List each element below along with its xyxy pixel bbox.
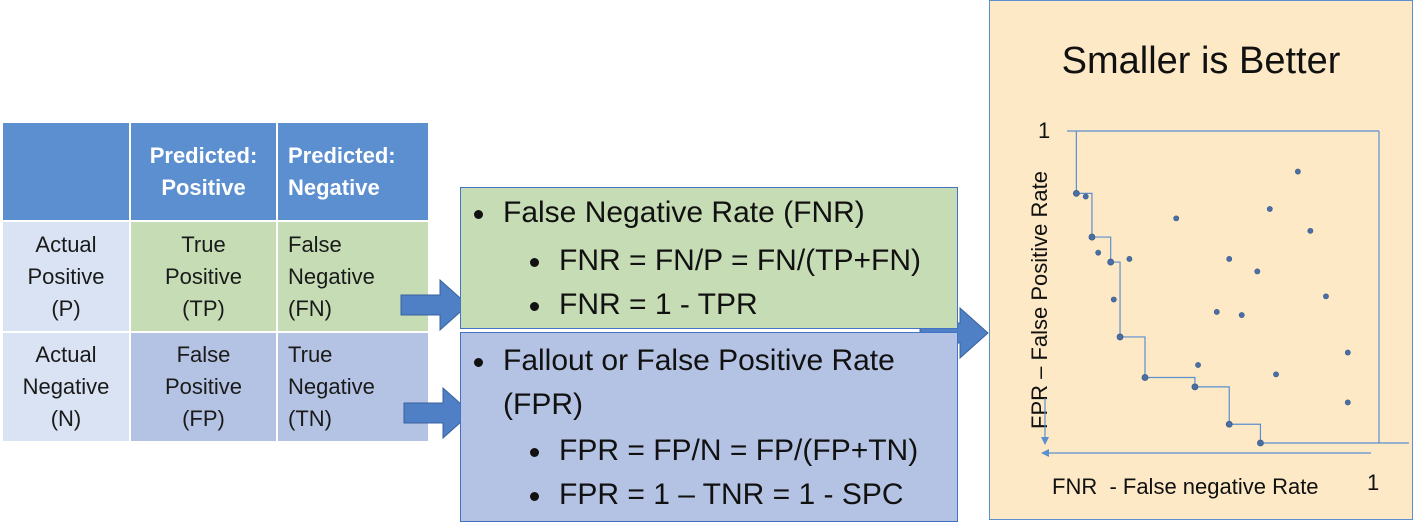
scatter-point-14 bbox=[1110, 296, 1117, 303]
bullet-icon bbox=[530, 301, 539, 311]
scatter-point-4 bbox=[1195, 362, 1201, 368]
frontier-point-6 bbox=[1225, 420, 1233, 428]
cell-true-negative: True Negative (TN) bbox=[278, 333, 428, 441]
scatter-point-6 bbox=[1294, 168, 1301, 175]
pareto-frontier-line bbox=[1075, 131, 1409, 444]
bullet-icon bbox=[530, 491, 539, 501]
chart-plot bbox=[1041, 130, 1409, 457]
cell-false-positive: False Positive (FP) bbox=[131, 333, 276, 441]
fpr-identity-text: FPR = 1 – TNR = 1 - SPC bbox=[559, 478, 904, 511]
fnr-title-text: False Negative Rate (FNR) bbox=[503, 196, 865, 229]
bullet-icon bbox=[530, 257, 539, 267]
scatter-point-1 bbox=[1173, 215, 1180, 222]
fpr-formula-text: FPR = FP/N = FP/(FP+TN) bbox=[559, 434, 919, 467]
frontier-point-1 bbox=[1088, 233, 1096, 241]
matrix-corner-cell bbox=[3, 123, 129, 220]
fnr-box bbox=[460, 187, 958, 329]
frontier-point-5 bbox=[1191, 383, 1199, 391]
scatter-point-9 bbox=[1344, 349, 1351, 356]
y-tick-max-label: 1 bbox=[1038, 118, 1051, 143]
scatter-point-13 bbox=[1238, 312, 1245, 318]
frontier-point-2 bbox=[1107, 258, 1115, 266]
bullet-icon bbox=[474, 357, 483, 367]
scatter-point-16 bbox=[1082, 193, 1089, 200]
x-tick-max-label: 1 bbox=[1367, 470, 1380, 495]
row-label-actual-negative: Actual Negative (N) bbox=[3, 333, 129, 441]
fpr-title-line2: (FPR) bbox=[503, 388, 583, 422]
fnr-identity-text: FNR = 1 - TPR bbox=[559, 288, 758, 321]
arrow-fn-to-fnr bbox=[400, 278, 469, 332]
fpr-title-line1: Fallout or False Positive Rate bbox=[474, 344, 895, 378]
fpr-item-2: FPR = 1 – TNR = 1 - SPC bbox=[530, 478, 904, 512]
frontier-point-3 bbox=[1116, 333, 1124, 341]
scatter-point-12 bbox=[1254, 268, 1261, 275]
scatter-point-0 bbox=[1126, 256, 1133, 262]
scatter-point-2 bbox=[1226, 256, 1233, 262]
frontier-point-0 bbox=[1072, 189, 1080, 197]
fnr-item-1: FNR = FN/P = FN/(TP+FN) bbox=[530, 244, 921, 278]
header-predicted-positive: Predicted: Positive bbox=[131, 123, 276, 220]
fpr-box bbox=[460, 332, 958, 522]
x-axis-label: FNR - False negative Rate bbox=[1052, 474, 1319, 499]
cell-true-positive: True Positive (TP) bbox=[131, 222, 276, 331]
frontier-point-7 bbox=[1257, 439, 1264, 447]
chart-title: Smaller is Better bbox=[1061, 40, 1341, 82]
confusion-matrix: Predicted: Positive Predicted: Negative … bbox=[0, 0, 430, 524]
fnr-formula-text: FNR = FN/P = FN/(TP+FN) bbox=[559, 244, 921, 277]
arrow-tn-to-fpr bbox=[403, 386, 472, 440]
bullet-icon bbox=[474, 209, 483, 219]
scatter-point-10 bbox=[1344, 399, 1351, 406]
fpr-title-text: Fallout or False Positive Rate bbox=[503, 344, 895, 377]
scatter-point-3 bbox=[1273, 371, 1279, 378]
fnr-title: False Negative Rate (FNR) bbox=[474, 196, 865, 230]
scatter-point-7 bbox=[1307, 227, 1314, 234]
chart-panel bbox=[989, 0, 1413, 520]
fnr-item-2: FNR = 1 - TPR bbox=[530, 288, 758, 322]
fpr-title-abbrev: (FPR) bbox=[503, 388, 583, 421]
bullet-icon bbox=[530, 447, 539, 457]
frontier-point-4 bbox=[1141, 374, 1149, 381]
y-axis-arrowhead bbox=[1041, 437, 1049, 445]
x-axis-arrowhead bbox=[1041, 449, 1049, 457]
scatter-point-15 bbox=[1095, 249, 1102, 256]
scatter-point-8 bbox=[1323, 293, 1329, 300]
scatter-point-11 bbox=[1266, 206, 1273, 212]
fpr-item-1: FPR = FP/N = FP/(FP+TN) bbox=[530, 434, 918, 468]
scatter-point-5 bbox=[1213, 309, 1220, 315]
header-predicted-negative: Predicted: Negative bbox=[278, 123, 428, 220]
row-label-actual-positive: Actual Positive (P) bbox=[3, 222, 129, 331]
